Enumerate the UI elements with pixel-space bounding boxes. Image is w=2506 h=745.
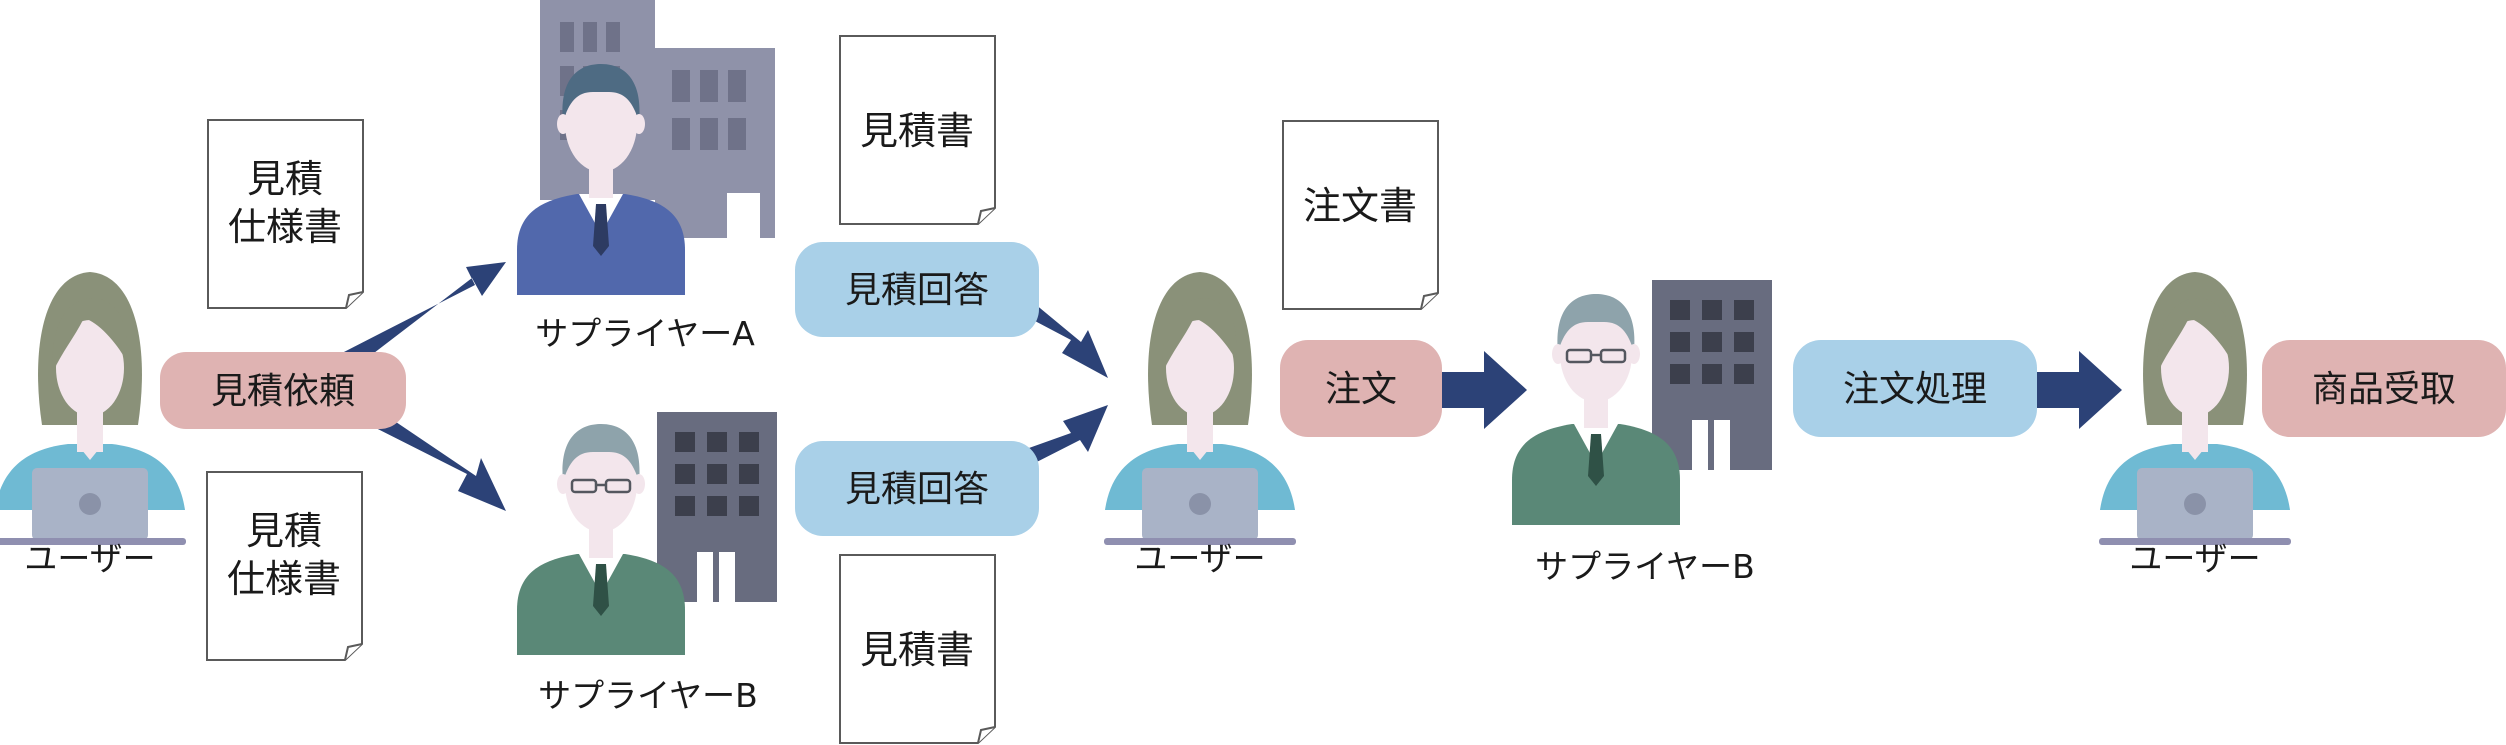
arrow-order-to-supplier-b [1442, 351, 1527, 429]
label-user-right: ユーザー [2129, 539, 2260, 578]
supplier-b-building-middle [1652, 280, 1772, 470]
pill-quote-answer-top-label: 見積回答 [845, 270, 989, 311]
pill-goods-receipt: 商品受取 [2262, 340, 2506, 437]
label-user-middle: ユーザー [1134, 539, 1265, 578]
document-spec-top: 見積 仕様書 [207, 119, 364, 309]
pill-order: 注文 [1280, 340, 1442, 437]
pill-goods-receipt-label: 商品受取 [2312, 369, 2456, 410]
document-purchase-order: 注文書 [1282, 120, 1439, 310]
user-middle-avatar [1104, 272, 1296, 545]
label-supplier-b-bottom: サプライヤーB [538, 676, 758, 715]
pill-quote-answer-top: 見積回答 [795, 242, 1039, 337]
label-supplier-b-middle: サプライヤーB [1535, 547, 1755, 586]
pill-request-quote: 見積依頼 [160, 352, 406, 429]
pill-quote-answer-bottom-label: 見積回答 [845, 469, 989, 510]
pill-order-processing-label: 注文処理 [1843, 369, 1987, 410]
document-purchase-order-label: 注文書 [1303, 184, 1417, 228]
document-quotation-bottom-label: 見積書 [860, 628, 974, 672]
pill-order-label: 注文 [1325, 369, 1397, 410]
document-spec-top-line2: 仕様書 [228, 205, 342, 249]
pill-order-processing: 注文処理 [1793, 340, 2037, 437]
document-spec-bottom-line2: 仕様書 [227, 557, 341, 601]
arrow-processing-to-user [2037, 351, 2122, 429]
document-quotation-top-label: 見積書 [860, 109, 974, 153]
pill-quote-answer-bottom: 見積回答 [795, 441, 1039, 536]
label-user-left: ユーザー [24, 539, 155, 578]
document-spec-top-line1: 見積 [247, 157, 323, 201]
document-spec-bottom: 見積 仕様書 [206, 471, 363, 661]
pill-request-quote-label: 見積依頼 [211, 371, 355, 412]
label-supplier-a: サプライヤーA [535, 314, 755, 353]
user-left-avatar [0, 272, 186, 545]
arrow-quote-bottom-to-user [1012, 405, 1108, 470]
arrow-user-to-supplier-a [342, 262, 506, 369]
supplier-b-building-bottom [657, 412, 777, 602]
arrow-user-to-supplier-b [352, 399, 506, 511]
document-spec-bottom-line1: 見積 [246, 509, 322, 553]
document-quotation-top: 見積書 [839, 35, 996, 225]
document-quotation-bottom: 見積書 [839, 554, 996, 744]
